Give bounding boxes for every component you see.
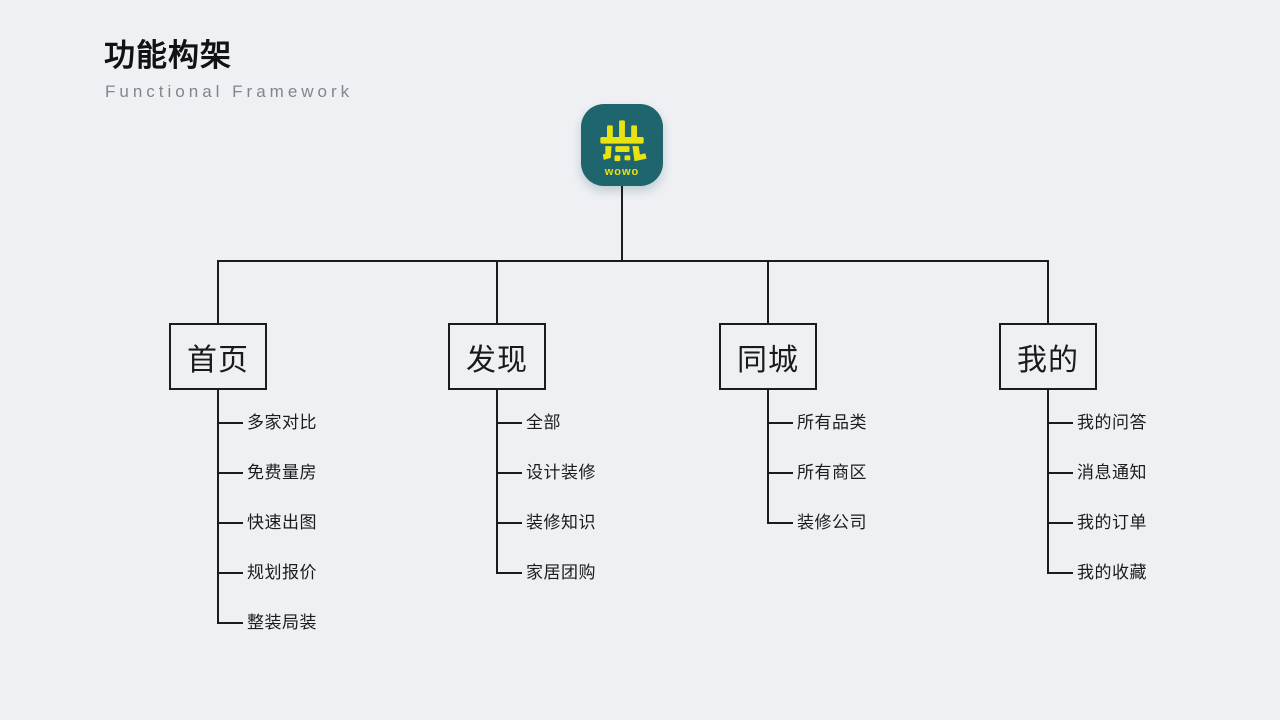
page-subtitle: Functional Framework xyxy=(105,82,354,101)
tree-child-label: 我的问答 xyxy=(1077,413,1147,432)
connector-child-tick xyxy=(219,522,243,524)
tree-child-label: 免费量房 xyxy=(247,463,317,482)
connector-child-tick xyxy=(498,522,522,524)
connector-child-tick xyxy=(219,472,243,474)
connector-child-tick xyxy=(769,422,793,424)
connector-branch-drop xyxy=(217,260,219,323)
connector-child-tick xyxy=(498,572,522,574)
connector-child-tick xyxy=(1049,422,1073,424)
header: 功能构架 Functional Framework xyxy=(104,38,353,102)
connector-child-tick xyxy=(1049,472,1073,474)
tree-child-label: 我的收藏 xyxy=(1077,563,1147,582)
tree-child-label: 所有商区 xyxy=(797,463,867,482)
connector-rail xyxy=(217,260,1049,262)
tree-node-label: 我的 xyxy=(1017,343,1079,377)
connector-child-trunk xyxy=(767,390,769,524)
tree-child-label: 设计装修 xyxy=(526,463,596,482)
tree-child-label: 装修知识 xyxy=(526,513,596,532)
connector-child-tick xyxy=(498,472,522,474)
tree-child-label: 装修公司 xyxy=(797,513,867,532)
connector-child-tick xyxy=(769,472,793,474)
tree-child-label: 多家对比 xyxy=(247,413,317,432)
connector-child-tick xyxy=(219,422,243,424)
tree-child-label: 全部 xyxy=(526,413,561,432)
tree-node-1: 首页 xyxy=(169,323,267,390)
connector-child-tick xyxy=(1049,522,1073,524)
tree-child-label: 我的订单 xyxy=(1077,513,1147,532)
tree-child-label: 所有品类 xyxy=(797,413,867,432)
tree-node-label: 同城 xyxy=(737,343,799,377)
connector-root-stem xyxy=(621,186,623,260)
tree-child-label: 整装局装 xyxy=(247,613,317,632)
connector-child-tick xyxy=(219,572,243,574)
tree-child-label: 消息通知 xyxy=(1077,463,1147,482)
page-title: 功能构架 xyxy=(104,38,232,73)
wowo-app-icon: wowo xyxy=(581,104,663,186)
tree-node-4: 我的 xyxy=(999,323,1097,390)
connector-child-tick xyxy=(498,422,522,424)
tree-node-2: 发现 xyxy=(448,323,546,390)
connector-branch-drop xyxy=(1047,260,1049,323)
connector-child-trunk xyxy=(1047,390,1049,574)
connector-branch-drop xyxy=(496,260,498,323)
connector-branch-drop xyxy=(767,260,769,323)
connector-child-trunk xyxy=(496,390,498,574)
tree-child-label: 家居团购 xyxy=(526,563,596,582)
wowo-logo-glyph xyxy=(600,120,647,162)
tree-node-3: 同城 xyxy=(719,323,817,390)
tree-child-label: 快速出图 xyxy=(247,513,317,532)
tree-child-label: 规划报价 xyxy=(247,563,317,582)
connector-child-tick xyxy=(769,522,793,524)
tree-node-label: 发现 xyxy=(466,343,528,377)
wowo-logo-word: wowo xyxy=(604,166,640,178)
connector-child-tick xyxy=(1049,572,1073,574)
tree-node-label: 首页 xyxy=(187,343,249,377)
connector-child-tick xyxy=(219,622,243,624)
connector-child-trunk xyxy=(217,390,219,624)
